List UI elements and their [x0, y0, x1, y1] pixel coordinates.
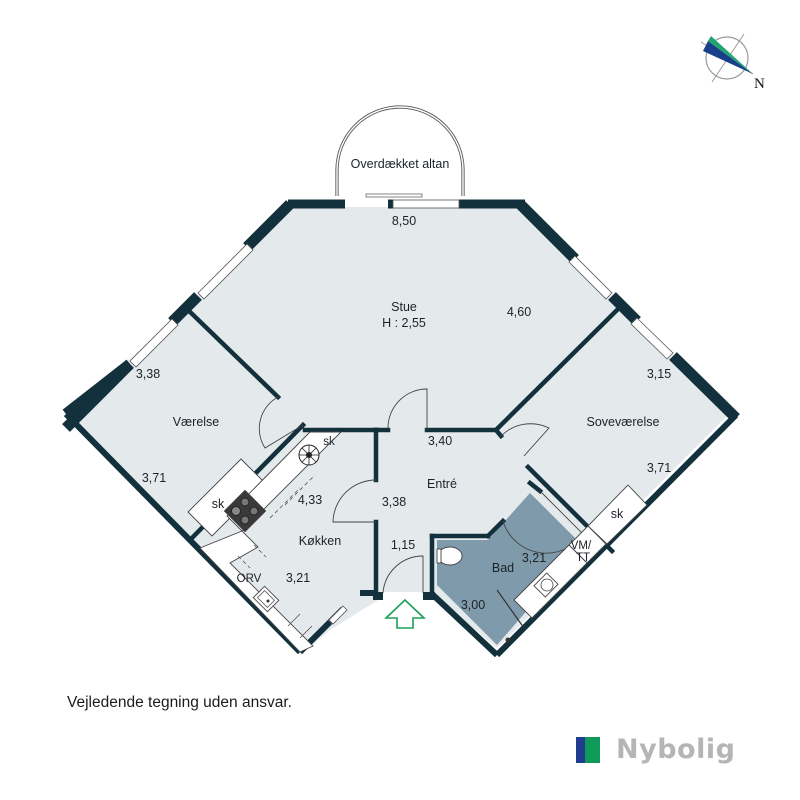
- dim-stue-right: 4,60: [507, 305, 531, 319]
- room-height-stue: H : 2,55: [382, 316, 426, 330]
- room-name-stue: Stue: [391, 300, 417, 314]
- dim-stue-top: 8,50: [392, 214, 416, 228]
- closet-vaerelse: sk: [212, 497, 225, 511]
- dim-bad-right: 3,21: [522, 551, 546, 565]
- outer-walls: [62, 199, 740, 658]
- appliance-vm: VM/: [571, 540, 592, 552]
- dim-sove-top: 3,15: [647, 367, 671, 381]
- dim-bad-bottom: 3,00: [461, 598, 485, 612]
- drain-icon: [505, 637, 511, 643]
- appliance-tt: TT: [576, 552, 590, 564]
- nybolig-logo: Nybolig: [576, 734, 736, 765]
- room-labels: Stue H : 2,55 8,50 4,60 Værelse 3,38 3,7…: [136, 214, 671, 612]
- dim-entre-top: 3,40: [428, 434, 452, 448]
- logo-mark-icon: [576, 737, 600, 763]
- shower-rod: [496, 589, 525, 629]
- interior-walls: [184, 306, 621, 598]
- room-name-entre: Entré: [427, 477, 457, 491]
- room-name-koekken: Køkken: [299, 534, 341, 548]
- extractor-fan-icon: [298, 444, 320, 466]
- balcony-label: Overdækket altan: [351, 157, 450, 171]
- room-name-sovevaerelse: Soveværelse: [587, 415, 660, 429]
- closet-sove: sk: [611, 507, 624, 521]
- dim-vaerelse-top: 3,38: [136, 367, 160, 381]
- bath-sink-icon: [533, 572, 559, 598]
- disclaimer-text: Vejledende tegning uden ansvar.: [67, 694, 292, 711]
- brand-name: Nybolig: [616, 734, 736, 765]
- dim-sove-side: 3,71: [647, 461, 671, 475]
- closet-koekken: sk: [323, 436, 335, 448]
- compass-icon: N: [700, 33, 765, 92]
- dim-koekken-long: 4,33: [298, 493, 322, 507]
- room-name-bad: Bad: [492, 561, 514, 575]
- dim-entre-left: 3,38: [382, 495, 406, 509]
- windows: [129, 193, 674, 625]
- kitchen-sink-icon: [252, 585, 280, 613]
- dim-vaerelse-side: 3,71: [142, 471, 166, 485]
- dim-entre-bottom: 1,15: [391, 538, 415, 552]
- entrance-arrow-icon: [383, 598, 427, 629]
- bath-floor: [437, 493, 583, 645]
- room-name-vaerelse: Værelse: [173, 415, 220, 429]
- toilet-icon: [436, 546, 463, 566]
- appliance-orv: ORV: [237, 573, 262, 585]
- north-label: N: [754, 76, 765, 92]
- floor-interior: [70, 207, 728, 652]
- dim-koekken-short: 3,21: [286, 571, 310, 585]
- balcony: Overdækket altan: [335, 105, 465, 196]
- bath-fixtures: [436, 546, 559, 643]
